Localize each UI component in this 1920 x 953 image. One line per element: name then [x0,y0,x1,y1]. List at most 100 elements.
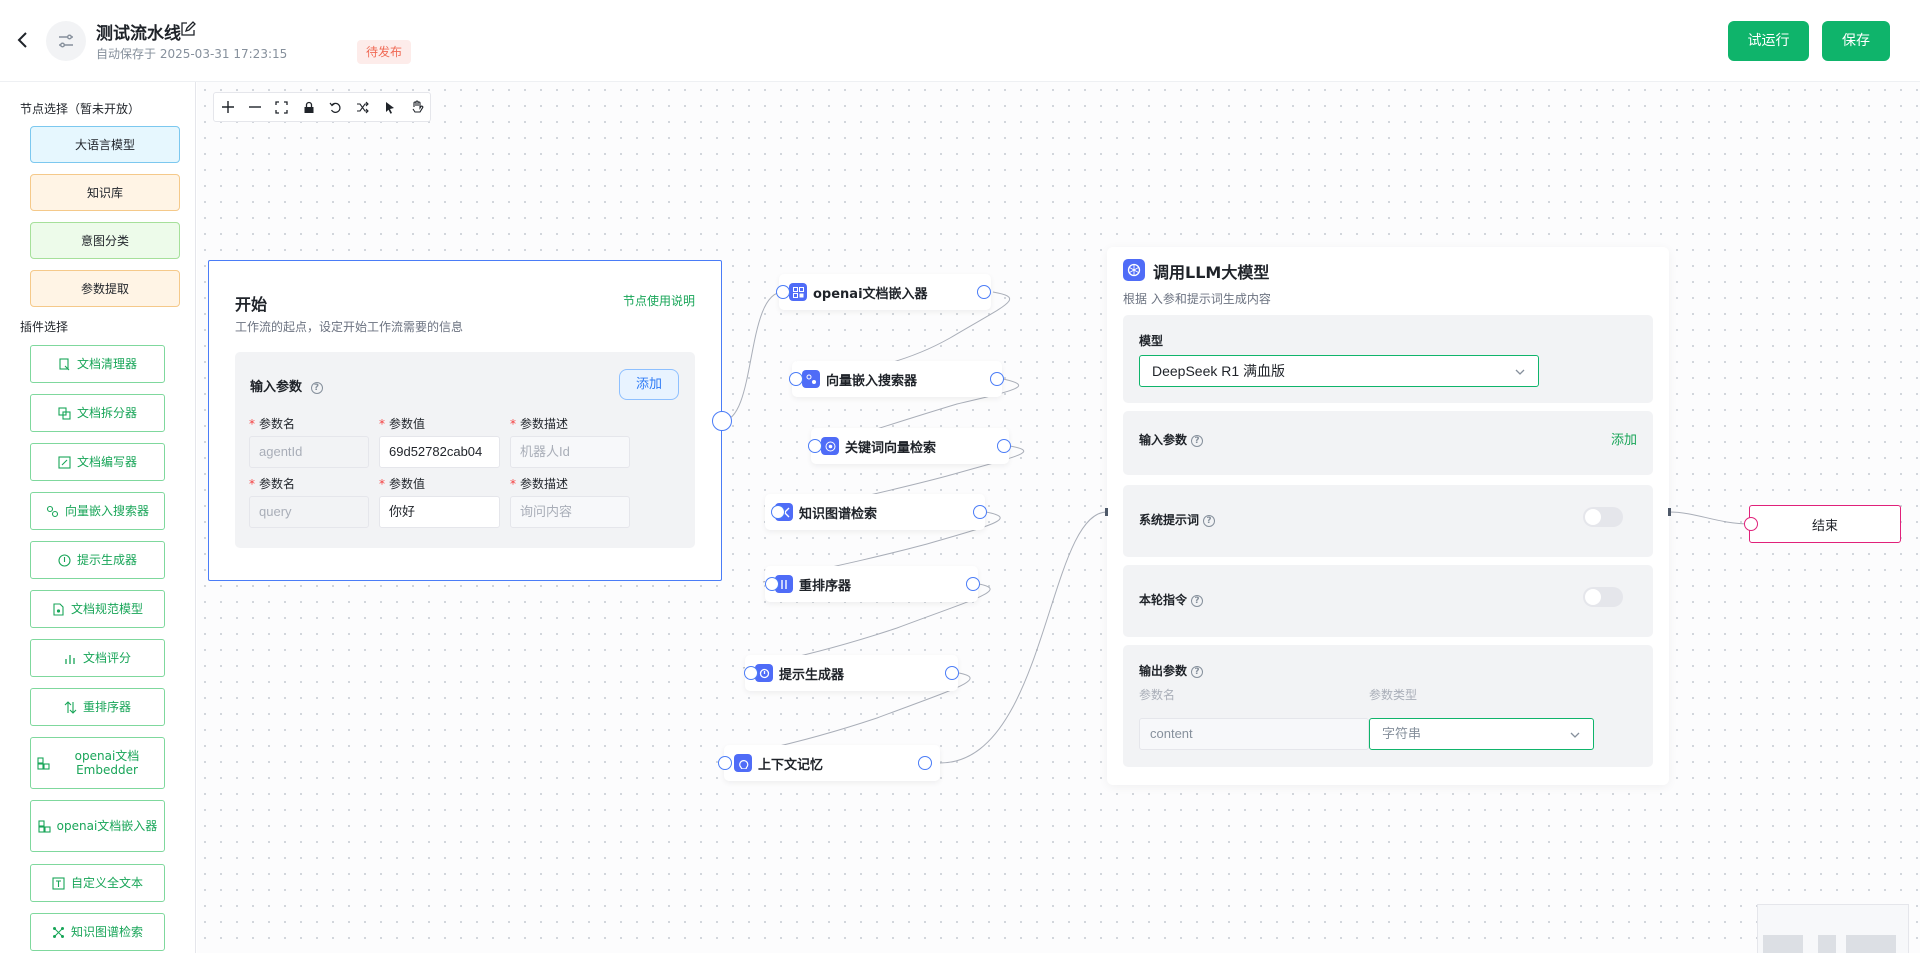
sidebar-plugin-doc-splitter[interactable]: 文档拆分器 [30,394,165,432]
sidebar-plugin-vector-search[interactable]: 向量嵌入搜索器 [30,492,165,530]
sidebar-plugin-openai-doc-embed[interactable]: openai文档嵌入器 [30,800,165,852]
canvas-minimap[interactable] [1757,904,1909,953]
sidebar-plugin-custom-text[interactable]: 自定义全文本 [30,864,165,902]
node-input-handle[interactable] [771,505,785,519]
node-output-handle[interactable] [997,439,1011,453]
output-name-field[interactable]: content [1139,718,1369,750]
sidebar-node-knowledge[interactable]: 知识库 [30,174,180,211]
node-input-handle[interactable] [776,285,790,299]
end-input-handle[interactable] [1744,517,1758,531]
llm-node[interactable]: 调用LLM大模型 根据 入参和提示词生成内容 模型 DeepSeek R1 满血… [1107,247,1669,785]
turn-instruction-toggle[interactable] [1583,587,1623,607]
llm-output-port[interactable] [1668,508,1671,516]
sidebar-plugin-doc-writer[interactable]: 文档编写器 [30,443,165,481]
node-output-handle[interactable] [977,285,991,299]
out-name-column: 参数名 [1139,688,1176,702]
save-button[interactable]: 保存 [1822,21,1890,61]
grid-icon [38,819,51,833]
flow-node-prompt-gen[interactable]: 提示生成器 [745,655,958,691]
sidebar-node-llm[interactable]: 大语言模型 [30,126,180,163]
vector-search-icon [46,505,59,517]
output-params-title: 输出参数? [1139,662,1204,679]
flow-node-context-memory[interactable]: 上下文记忆 [724,745,940,781]
memory-icon [734,754,752,772]
flow-node-reranker[interactable]: 重排序器 [765,566,978,602]
llm-node-description: 根据 入参和提示词生成内容 [1123,292,1271,306]
flow-node-label: openai文档嵌入器 [813,286,928,302]
node-input-handle[interactable] [808,439,822,453]
pointer-icon[interactable] [376,93,403,121]
sidebar-plugin-reranker[interactable]: 重排序器 [30,688,165,726]
param-value-label: *参数值 [379,417,426,431]
llm-input-port[interactable] [1105,508,1108,516]
sidebar-plugin-knowledge-graph[interactable]: 知识图谱检索 [30,913,165,951]
help-icon[interactable]: ? [1191,665,1204,678]
node-output-handle[interactable] [918,756,932,770]
model-select-value: DeepSeek R1 满血版 [1152,363,1286,379]
hand-icon[interactable] [403,93,430,121]
test-run-button[interactable]: 试运行 [1728,21,1809,61]
edge-llm-end [1668,511,1752,525]
sidebar-plugin-doc-cleaner[interactable]: 文档清理器 [30,345,165,383]
param-desc-field[interactable]: 机器人Id [510,436,630,468]
sidebar-plugin-label: 文档评分 [82,650,131,665]
flow-node-keyword-vector[interactable]: 关键词向量检索 [811,428,1009,464]
fit-view-icon[interactable] [268,93,295,121]
pipeline-icon [46,21,86,61]
param-value-field[interactable]: 69d52782cab04 [379,436,500,468]
sidebar-plugin-prompt-gen[interactable]: 提示生成器 [30,541,165,579]
node-help-link[interactable]: 节点使用说明 [622,294,695,308]
plugin-section-title: 插件选择 [20,320,69,334]
help-icon[interactable]: ? [1191,434,1204,447]
node-output-handle[interactable] [945,666,959,680]
sidebar-plugin-doc-score[interactable]: 文档评分 [30,639,165,677]
model-section: 模型 DeepSeek R1 满血版 [1123,315,1653,403]
sidebar-node-param-extract[interactable]: 参数提取 [30,270,180,307]
start-output-handle[interactable] [712,411,732,431]
edit-title-icon[interactable] [180,21,196,37]
add-param-button[interactable]: 添加 [619,369,679,400]
flow-node-vector-search[interactable]: 向量嵌入搜索器 [792,361,1002,397]
flow-node-label: 重排序器 [799,578,852,594]
node-output-handle[interactable] [990,372,1004,386]
node-input-handle[interactable] [718,756,732,770]
output-type-select[interactable]: 字符串 [1369,718,1594,750]
sidebar-plugin-openai-embedder[interactable]: openai文档Embedder [30,737,165,789]
shuffle-icon[interactable] [349,93,376,121]
help-icon[interactable]: ? [1203,514,1216,527]
param-desc-field[interactable]: 询问内容 [510,496,630,528]
node-input-handle[interactable] [744,666,758,680]
start-node[interactable]: 开始 节点使用说明 工作流的起点，设定开始工作流需要的信息 输入参数 ? 添加 … [208,260,722,581]
node-output-handle[interactable] [966,577,980,591]
help-icon[interactable]: ? [1191,594,1204,607]
undo-icon[interactable] [322,93,349,121]
llm-input-params-title: 输入参数? [1139,431,1204,448]
param-name-field: agentId [249,436,369,468]
param-value-field[interactable]: 你好 [379,496,500,528]
lock-icon[interactable] [295,93,322,121]
sidebar-node-intent[interactable]: 意图分类 [30,222,180,259]
sidebar-plugin-label: openai文档Embedder [74,748,140,777]
back-arrow-icon[interactable] [14,29,32,51]
flow-node-knowledge-graph[interactable]: 知识图谱检索 [765,494,985,530]
doc-split-icon [58,406,71,420]
add-input-param-link[interactable]: 添加 [1610,433,1637,448]
help-icon[interactable]: ? [310,381,323,394]
node-output-handle[interactable] [973,505,987,519]
sidebar-plugin-label: 向量嵌入搜索器 [64,503,149,518]
node-input-handle[interactable] [789,372,803,386]
flow-canvas[interactable]: 开始 节点使用说明 工作流的起点，设定开始工作流需要的信息 输入参数 ? 添加 … [197,82,1920,953]
node-input-handle[interactable] [765,577,779,591]
zoom-in-icon[interactable] [214,93,241,121]
flow-node-openai-embedder[interactable]: openai文档嵌入器 [779,274,991,310]
system-prompt-toggle[interactable] [1583,507,1623,527]
sidebar-plugin-doc-norm[interactable]: 文档规范模型 [30,590,165,628]
llm-node-title: 调用LLM大模型 [1153,263,1270,282]
end-node[interactable]: 结束 [1749,505,1901,543]
status-badge: 待发布 [357,40,412,64]
system-prompt-section: 系统提示词? [1123,485,1653,557]
flow-node-label: 向量嵌入搜索器 [826,373,918,389]
param-name-field: query [249,496,369,528]
model-select[interactable]: DeepSeek R1 满血版 [1139,355,1539,387]
zoom-out-icon[interactable] [241,93,268,121]
